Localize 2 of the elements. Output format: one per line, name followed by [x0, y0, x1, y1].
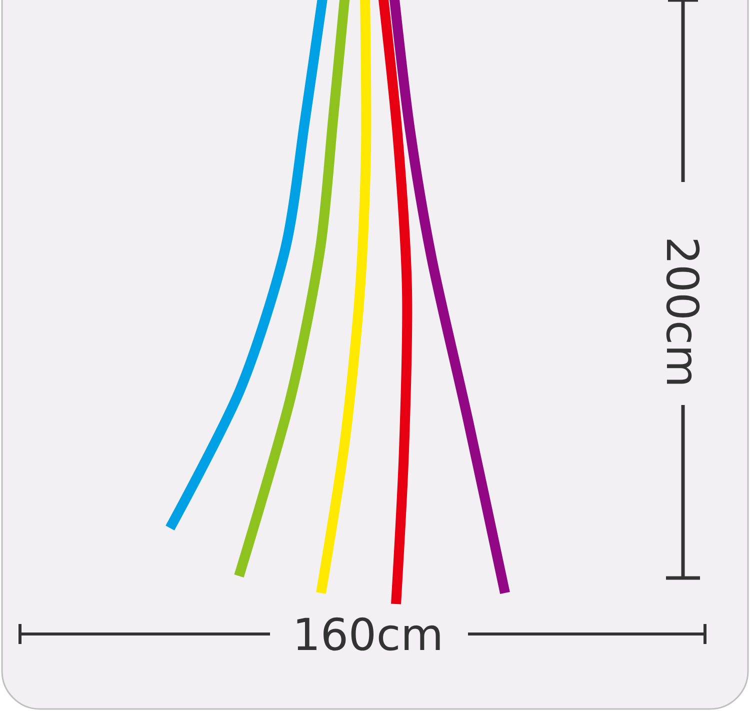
- dimension-label: 200cm: [666, 240, 700, 384]
- dimension-label: 160cm: [297, 617, 440, 651]
